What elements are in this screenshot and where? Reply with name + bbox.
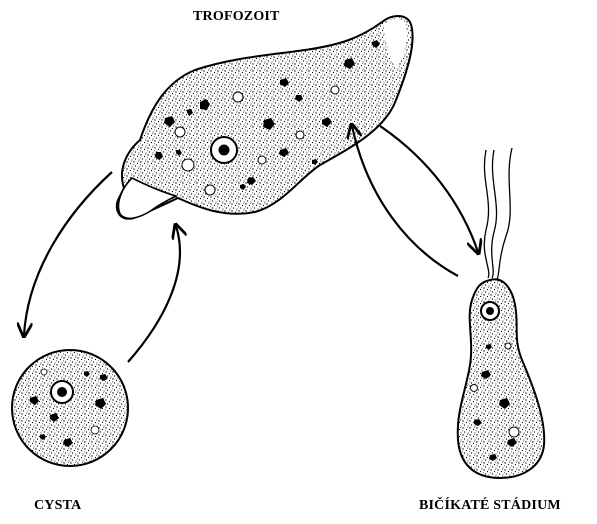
- cyst-cell: [12, 350, 128, 466]
- flagellate-cell: [458, 148, 544, 478]
- label-bicikate-stadium: BIČÍKATÉ STÁDIUM: [419, 498, 561, 514]
- label-cysta: CYSTA: [34, 498, 81, 514]
- arrow-trofozoit-to-bicikate: [380, 126, 478, 252]
- arrow-bicikate-to-trofozoit: [352, 126, 458, 276]
- label-trofozoit: TROFOZOIT: [193, 9, 280, 25]
- arrow-trofozoit-to-cysta: [24, 172, 112, 335]
- arrow-cysta-to-trofozoit: [128, 226, 180, 362]
- trophozoite-cell: [117, 16, 413, 219]
